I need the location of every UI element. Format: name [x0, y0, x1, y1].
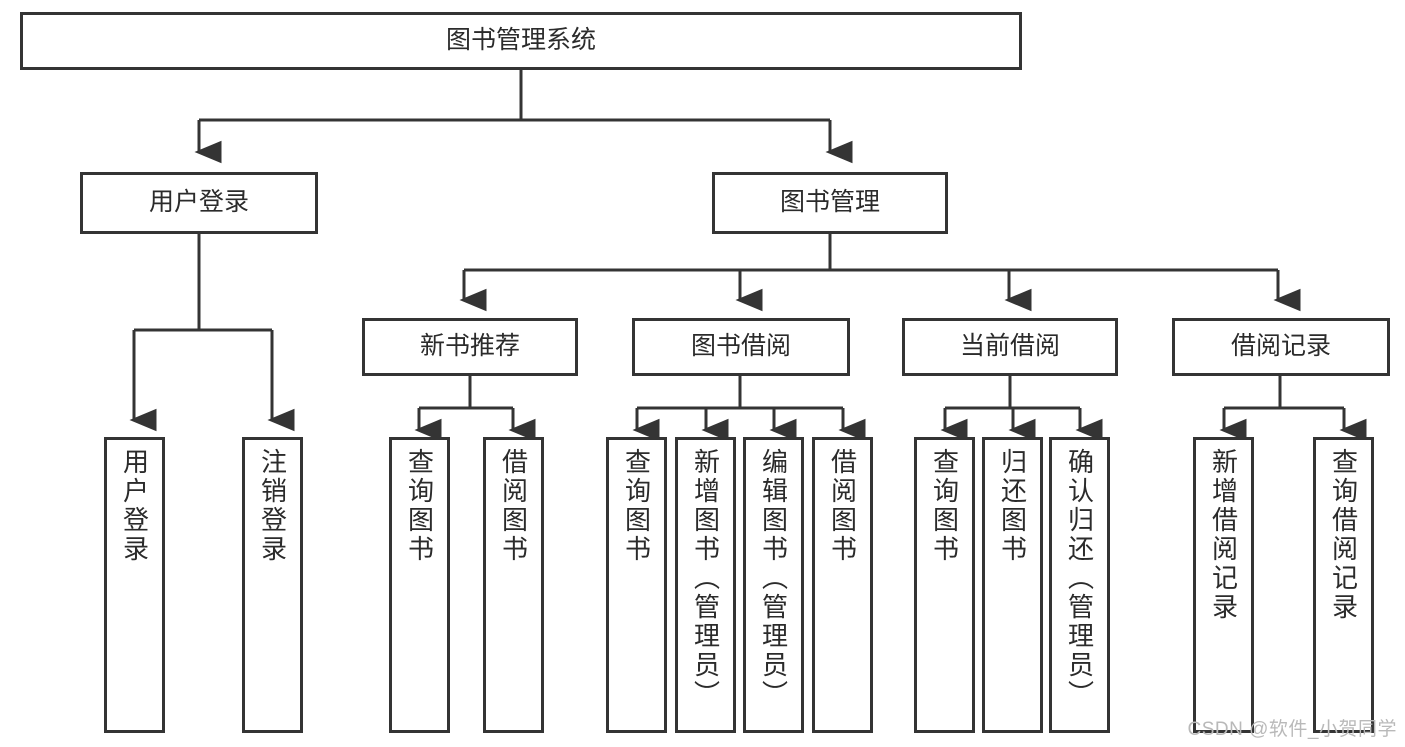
node-leaf-confirm-return[interactable]: 确认归还（管理员） — [1049, 437, 1110, 733]
node-leaf-user-login[interactable]: 用户登录 — [104, 437, 165, 733]
node-leaf-logout-label: 注销登录 — [257, 448, 288, 564]
node-leaf-borrow-book-2-label: 借阅图书 — [827, 448, 858, 564]
node-leaf-user-login-label: 用户登录 — [119, 448, 150, 564]
node-leaf-query-book-2-label: 查询图书 — [621, 448, 652, 564]
node-root[interactable]: 图书管理系统 — [20, 12, 1022, 70]
node-user-login[interactable]: 用户登录 — [80, 172, 318, 234]
node-leaf-query-book-3[interactable]: 查询图书 — [914, 437, 975, 733]
node-leaf-edit-book[interactable]: 编辑图书（管理员） — [743, 437, 804, 733]
node-leaf-borrow-book-2[interactable]: 借阅图书 — [812, 437, 873, 733]
node-leaf-query-book-3-label: 查询图书 — [929, 448, 960, 564]
node-user-login-label: 用户登录 — [148, 188, 249, 217]
node-borrow-record[interactable]: 借阅记录 — [1172, 318, 1390, 376]
node-current-borrow-label: 当前借阅 — [959, 332, 1060, 361]
node-leaf-borrow-book-1-label: 借阅图书 — [498, 448, 529, 564]
node-leaf-query-book-1-label: 查询图书 — [404, 448, 435, 564]
node-leaf-add-book-label: 新增图书（管理员） — [690, 448, 721, 709]
node-leaf-return-book[interactable]: 归还图书 — [982, 437, 1043, 733]
node-leaf-add-record[interactable]: 新增借阅记录 — [1193, 437, 1254, 733]
node-new-book-recommend[interactable]: 新书推荐 — [362, 318, 578, 376]
node-book-management[interactable]: 图书管理 — [712, 172, 948, 234]
node-leaf-query-record[interactable]: 查询借阅记录 — [1313, 437, 1374, 733]
node-leaf-borrow-book-1[interactable]: 借阅图书 — [483, 437, 544, 733]
node-new-book-recommend-label: 新书推荐 — [419, 332, 520, 361]
node-borrow-record-label: 借阅记录 — [1230, 332, 1331, 361]
node-book-borrow[interactable]: 图书借阅 — [632, 318, 850, 376]
node-leaf-return-book-label: 归还图书 — [997, 448, 1028, 564]
node-leaf-query-book-1[interactable]: 查询图书 — [389, 437, 450, 733]
node-leaf-add-book[interactable]: 新增图书（管理员） — [675, 437, 736, 733]
node-book-borrow-label: 图书借阅 — [690, 332, 791, 361]
node-leaf-logout[interactable]: 注销登录 — [242, 437, 303, 733]
node-leaf-confirm-return-label: 确认归还（管理员） — [1064, 448, 1095, 709]
node-leaf-edit-book-label: 编辑图书（管理员） — [758, 448, 789, 709]
node-leaf-add-record-label: 新增借阅记录 — [1208, 448, 1239, 622]
node-leaf-query-record-label: 查询借阅记录 — [1328, 448, 1359, 622]
node-leaf-query-book-2[interactable]: 查询图书 — [606, 437, 667, 733]
node-current-borrow[interactable]: 当前借阅 — [902, 318, 1118, 376]
node-book-management-label: 图书管理 — [779, 188, 880, 217]
node-root-label: 图书管理系统 — [445, 26, 596, 55]
